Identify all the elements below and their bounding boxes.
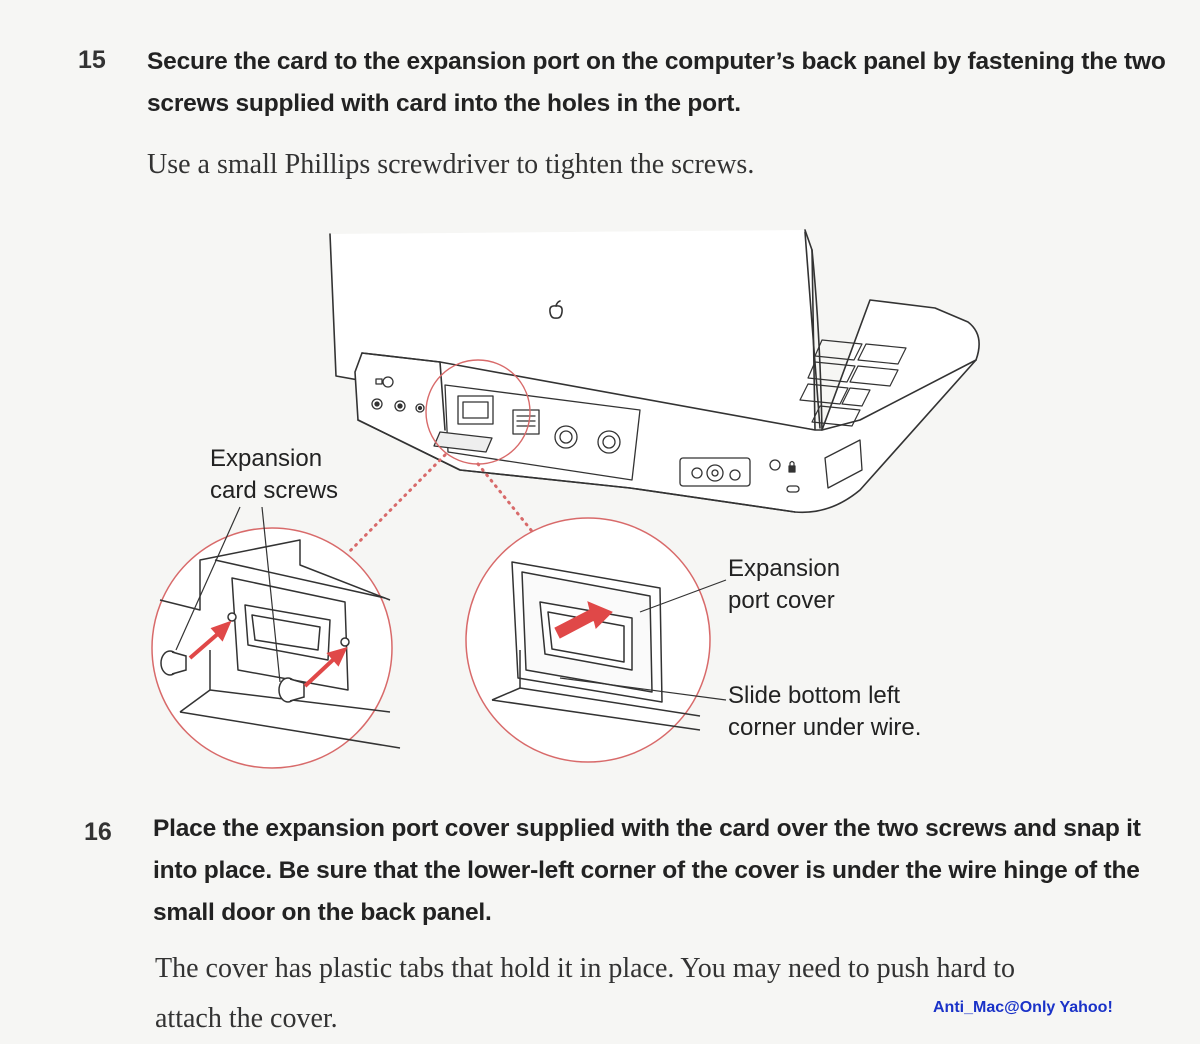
apple-logo-icon [549,300,563,319]
step-16-note: The cover has plastic tabs that hold it … [155,944,1165,1044]
keyboard [799,339,907,427]
step-16-note-line: The cover has plastic tabs that hold it … [155,953,1016,984]
rear-ports [371,376,863,493]
callout-line: port cover [728,587,835,614]
cover-detail-circle [465,517,727,763]
step-15-instruction-line: screws supplied with card into the holes… [147,90,741,117]
step-15-note-line: Use a small Phillips screwdriver to tigh… [147,149,755,180]
callout-line: Expansion [210,445,323,472]
callout-line: Expansion [728,555,841,582]
lock-icon [788,460,796,473]
slide-arrow [554,601,613,639]
step-16-instruction-line: Place the expansion port cover supplied … [153,815,1141,842]
dotted-leaders [346,453,537,555]
step-16-instruction-line: into place. Be sure that the lower-left … [153,857,1140,884]
screws-detail-circle [151,506,401,769]
step-15-instruction: Secure the card to the expansion port on… [147,41,1187,125]
step-15-number: 15 [78,46,106,74]
callout-expansion-port-cover: Expansion port cover [728,553,840,617]
callout-line: Slide bottom left [728,682,901,709]
callout-line: corner under wire. [728,714,922,741]
step-16-instruction-line: small door on the back panel. [153,899,492,926]
step-16-number: 16 [84,818,112,846]
callout-expansion-card-screws: Expansion card screws [210,443,338,507]
step-15-note: Use a small Phillips screwdriver to tigh… [147,140,1147,190]
callout-line: card screws [210,477,339,504]
callout-slide-corner: Slide bottom left corner under wire. [728,680,921,744]
step-15-instruction-line: Secure the card to the expansion port on… [147,48,1166,75]
watermark: Anti_Mac@Only Yahoo! [933,999,1113,1016]
step-16-note-line: attach the cover. [155,1003,338,1034]
step-16-instruction: Place the expansion port cover supplied … [153,808,1163,934]
